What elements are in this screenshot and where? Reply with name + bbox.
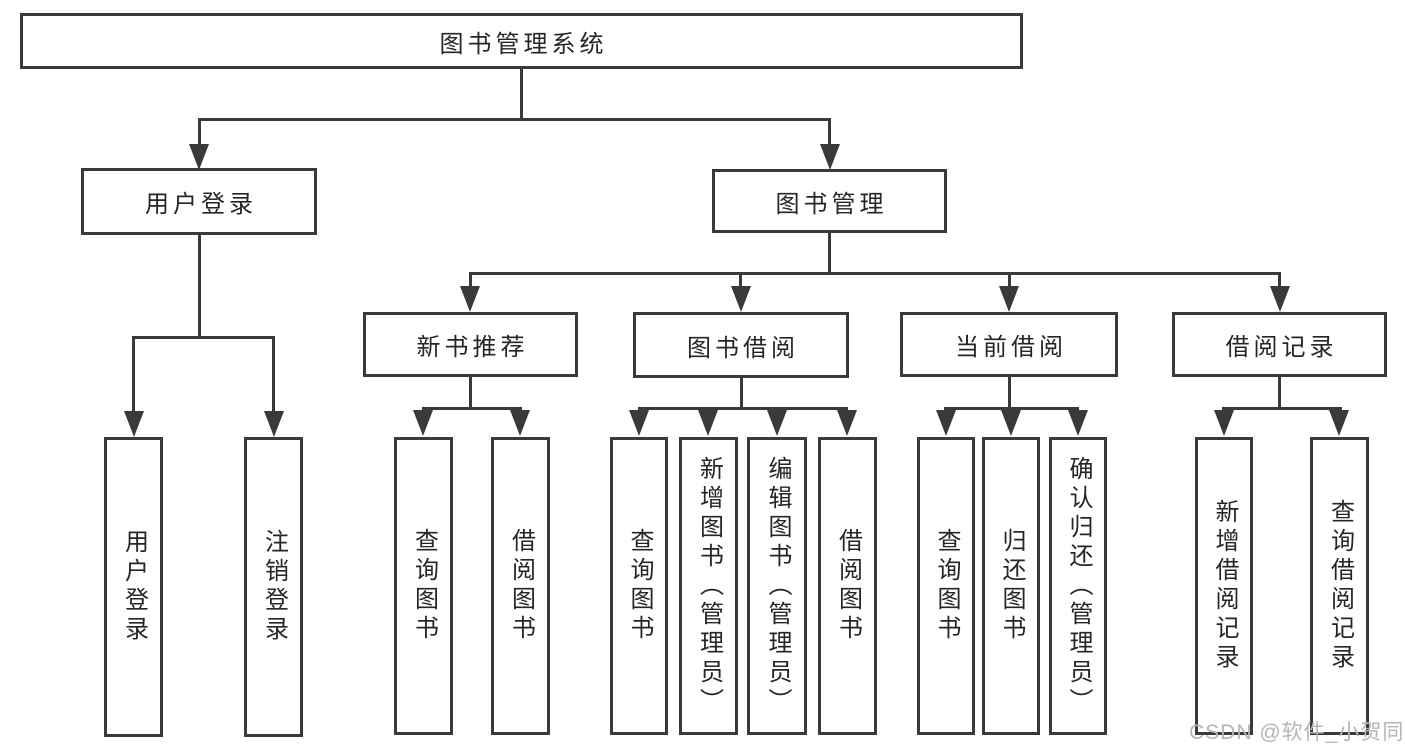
node-book-management: 图书管理 <box>712 169 947 233</box>
node-new-book-recommend-label: 新书推荐 <box>416 334 529 361</box>
node-book-borrowing: 图书借阅 <box>633 312 849 378</box>
leaf-borrow-books-recommend-label: 借阅图书 <box>507 528 535 644</box>
arrowhead-down-icon <box>837 410 857 436</box>
connector-vline <box>469 377 472 407</box>
node-book-management-label: 图书管理 <box>775 190 888 218</box>
leaf-edit-books-admin-label: 编辑图书（管理员） <box>764 455 791 717</box>
arrowhead-down-icon <box>820 144 840 170</box>
leaf-edit-books-admin: 编辑图书（管理员） <box>747 437 807 735</box>
connector-vline <box>520 69 523 118</box>
arrowhead-down-icon <box>510 410 530 436</box>
connector-vline <box>1278 272 1281 290</box>
node-borrowing-records-label: 借阅记录 <box>1225 334 1338 361</box>
arrowhead-down-icon <box>731 286 751 312</box>
leaf-user-login-label: 用户登录 <box>120 529 148 645</box>
arrowhead-down-icon <box>698 410 718 436</box>
arrowhead-down-icon <box>1001 410 1021 436</box>
arrowhead-down-icon <box>629 410 649 436</box>
leaf-query-books-borrow: 查询图书 <box>610 437 668 735</box>
csdn-watermark: CSDN @软件_小贺同学 <box>1189 721 1405 744</box>
leaf-return-books: 归还图书 <box>982 437 1040 735</box>
arrowhead-down-icon <box>999 286 1019 312</box>
leaf-add-books-admin: 新增图书（管理员） <box>679 437 738 735</box>
leaf-query-books-recommend-label: 查询图书 <box>410 528 438 644</box>
leaf-query-borrow-record: 查询借阅记录 <box>1310 437 1369 735</box>
connector-hline <box>638 407 848 410</box>
leaf-logout: 注销登录 <box>244 437 303 737</box>
node-library-system: 图书管理系统 <box>20 13 1023 69</box>
leaf-logout-label: 注销登录 <box>260 529 288 645</box>
leaf-add-books-admin-label: 新增图书（管理员） <box>695 455 723 717</box>
node-user-login: 用户登录 <box>81 168 317 235</box>
leaf-borrow-books-recommend: 借阅图书 <box>491 437 550 735</box>
arrowhead-down-icon <box>413 410 433 436</box>
node-user-login-label: 用户登录 <box>145 191 257 218</box>
leaf-query-books-current: 查询图书 <box>917 437 975 735</box>
connector-vline <box>739 272 742 290</box>
leaf-query-borrow-record-label: 查询借阅记录 <box>1326 499 1354 673</box>
leaf-add-borrow-record-label: 新增借阅记录 <box>1211 499 1238 673</box>
arrowhead-down-icon <box>264 411 284 437</box>
node-book-borrowing-label: 图书借阅 <box>687 334 799 362</box>
connector-vline <box>1278 377 1281 407</box>
leaf-borrow-books: 借阅图书 <box>818 437 877 735</box>
arrowhead-down-icon <box>124 411 144 437</box>
leaf-return-books-label: 归还图书 <box>998 528 1025 644</box>
connector-hline <box>944 407 1079 410</box>
arrowhead-down-icon <box>189 144 209 170</box>
node-new-book-recommend: 新书推荐 <box>363 312 578 377</box>
leaf-query-books-recommend: 查询图书 <box>394 437 453 735</box>
arrowhead-down-icon <box>1068 410 1088 436</box>
leaf-borrow-books-label: 借阅图书 <box>834 528 862 644</box>
connector-hline <box>469 272 1280 275</box>
arrowhead-down-icon <box>1329 410 1349 436</box>
connector-vline <box>828 233 831 272</box>
node-library-system-label: 图书管理系统 <box>439 30 608 58</box>
connector-vline <box>198 235 201 336</box>
leaf-query-books-borrow-label: 查询图书 <box>626 528 653 644</box>
leaf-confirm-return-admin-label: 确认归还（管理员） <box>1065 455 1092 717</box>
connector-vline <box>132 336 135 413</box>
connector-hline <box>1222 407 1342 410</box>
connector-vline <box>740 378 743 407</box>
connector-vline <box>469 272 472 290</box>
arrowhead-down-icon <box>936 410 956 436</box>
node-borrowing-records: 借阅记录 <box>1172 312 1387 377</box>
connector-vline <box>272 336 275 413</box>
connector-vline <box>1008 377 1011 407</box>
connector-hline <box>198 118 831 121</box>
leaf-user-login: 用户登录 <box>104 437 163 737</box>
node-current-borrowing-label: 当前借阅 <box>955 334 1067 361</box>
connector-hline <box>132 336 275 339</box>
arrowhead-down-icon <box>1270 286 1290 312</box>
connector-hline <box>422 407 522 410</box>
arrowhead-down-icon <box>767 410 787 436</box>
arrowhead-down-icon <box>460 286 480 312</box>
connector-vline <box>1008 272 1011 290</box>
leaf-add-borrow-record: 新增借阅记录 <box>1195 437 1253 735</box>
connector-vline <box>828 118 831 146</box>
arrowhead-down-icon <box>1214 410 1234 436</box>
leaf-confirm-return-admin: 确认归还（管理员） <box>1049 437 1107 735</box>
connector-vline <box>198 118 201 146</box>
leaf-query-books-current-label: 查询图书 <box>933 528 960 644</box>
node-current-borrowing: 当前借阅 <box>900 312 1118 377</box>
